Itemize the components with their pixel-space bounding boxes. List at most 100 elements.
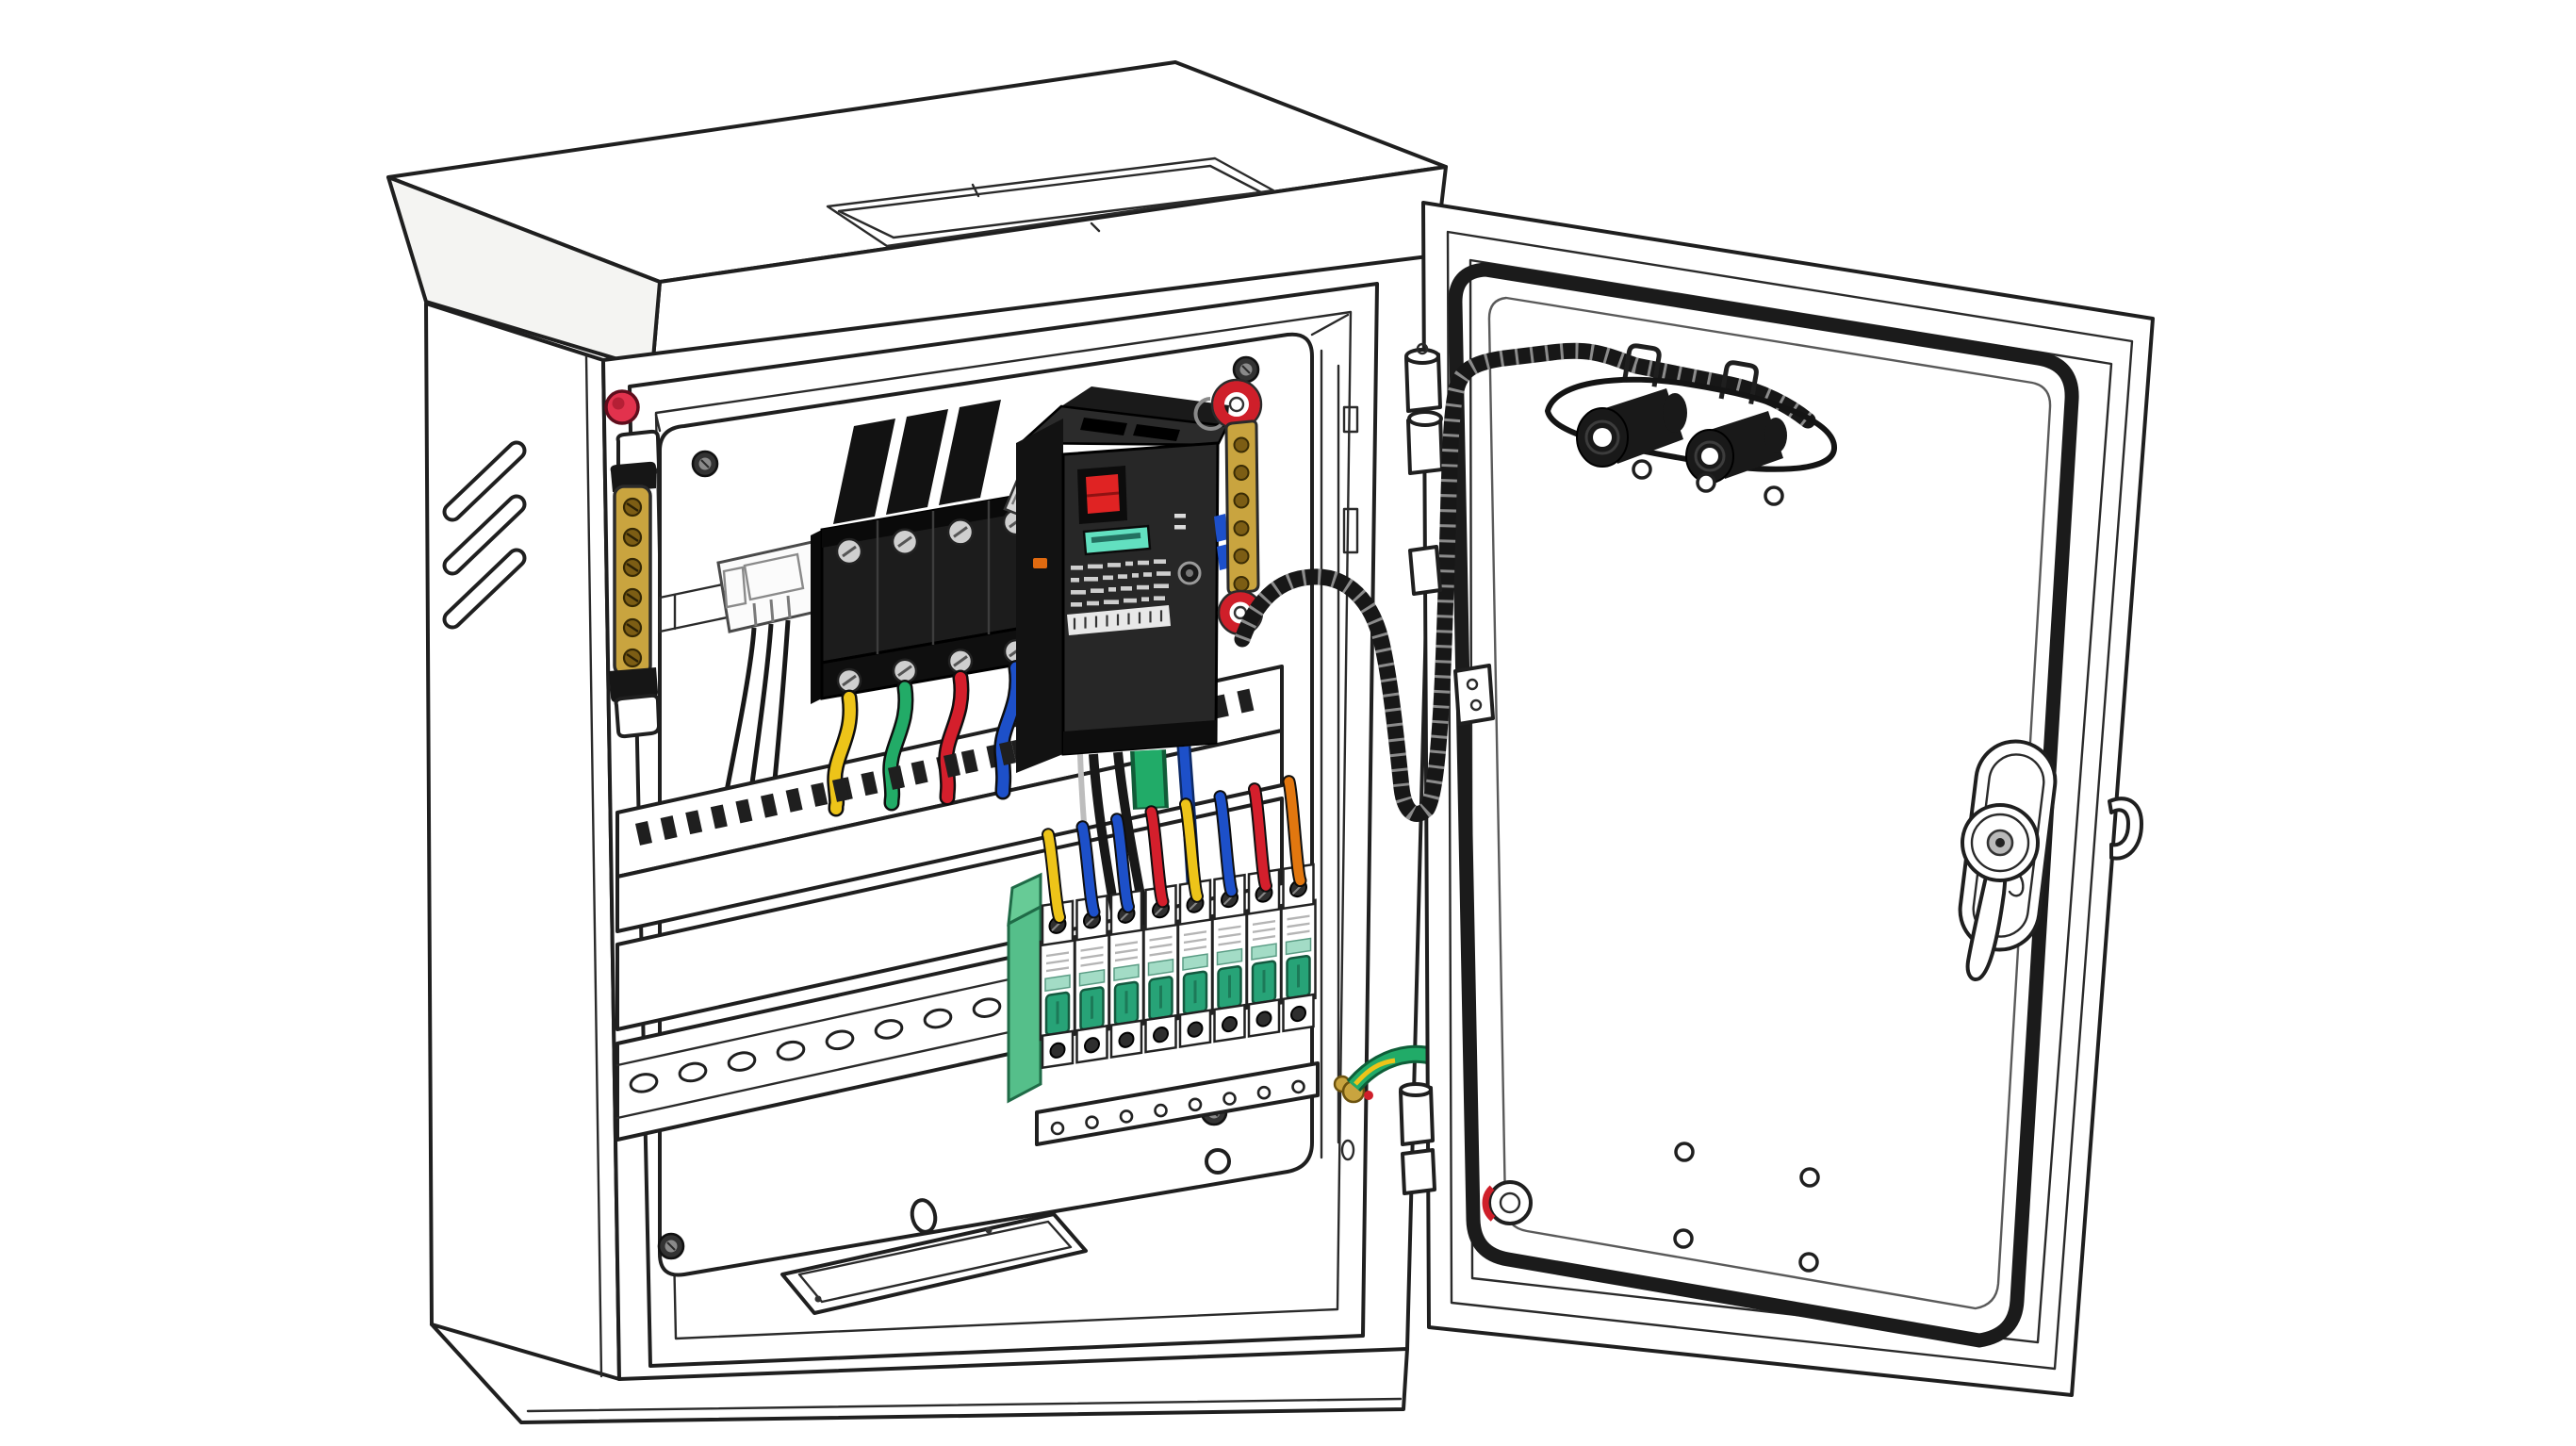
bus-bar-screw <box>1233 520 1250 536</box>
latch-keeper <box>2108 797 2143 861</box>
cabinet <box>386 60 1518 1424</box>
vent-slot-inner <box>446 551 523 626</box>
screw-slot <box>842 545 857 558</box>
hood-recess-ticks <box>971 183 1101 233</box>
mccb-text-dash <box>1143 572 1152 577</box>
screw-star <box>700 459 710 468</box>
duct-slot <box>635 821 652 846</box>
branch-wire <box>1146 807 1168 907</box>
din-rail-hole <box>629 1073 659 1093</box>
mcb-label-line <box>1046 951 1069 958</box>
spool-2 <box>1685 411 1787 484</box>
mcb-bottom-strip <box>1035 1061 1320 1146</box>
mccb-mark-2 <box>1174 525 1186 530</box>
mcb-terminal-screw <box>1255 1011 1272 1027</box>
mcb-module <box>1280 863 1317 1033</box>
duct-slot-overlay <box>888 765 905 790</box>
hood-recess-inner <box>837 164 1263 239</box>
mcb-label-line <box>1218 940 1241 946</box>
mccb-text-dash <box>1141 597 1149 601</box>
mcb-label-line <box>1253 928 1275 934</box>
duct-slot-overlay <box>832 778 849 802</box>
din-rail-hole <box>727 1051 757 1072</box>
duct-slot <box>785 787 803 813</box>
mcb-label-line <box>1218 925 1241 931</box>
mccb-text-dash <box>1071 602 1082 607</box>
strip-screw <box>1085 1115 1099 1129</box>
strip-screw <box>1119 1109 1134 1124</box>
mcb-window <box>1251 943 1277 961</box>
screw-star <box>666 1241 676 1251</box>
panel-oval-hole <box>910 1198 938 1234</box>
mcb-label-line <box>1080 961 1104 967</box>
rocker-split <box>1086 491 1120 498</box>
arc-chute-fin <box>939 400 1001 505</box>
duct-slot-overlay <box>999 741 1016 765</box>
bus-bar-assembly <box>1193 378 1264 636</box>
screw-slot <box>897 535 912 548</box>
duct-slot-overlays <box>832 741 1016 802</box>
lock-cylinder-mid <box>1970 813 2030 873</box>
vent-slot-inner <box>446 498 523 572</box>
branch-wire <box>1112 814 1133 912</box>
duct-slot <box>685 810 703 835</box>
mccb-text-dash <box>1088 564 1103 569</box>
conduit-clip-vertical <box>1408 545 1442 596</box>
rating-label-text-smudge <box>1091 533 1141 543</box>
screw-slot <box>626 653 639 663</box>
connector-slots <box>752 595 792 627</box>
door-hole <box>1632 459 1652 480</box>
hood-recess <box>826 156 1275 248</box>
bus-bar-screw <box>1233 465 1250 481</box>
mccb-text-dash <box>1118 574 1127 579</box>
bus-bar-screws <box>1233 436 1250 592</box>
duct-slot <box>811 782 829 807</box>
door-ground-point <box>1482 1180 1533 1225</box>
mcb-label-line <box>1080 945 1104 952</box>
mcb-window <box>1147 958 1174 977</box>
bottom-sill <box>430 1323 1409 1424</box>
mcb-terminal-screw <box>1084 1037 1100 1054</box>
panel-round-hole <box>1205 1148 1231 1175</box>
duct-slot <box>911 760 928 785</box>
vent-louvers <box>442 440 527 630</box>
mccb-barcode-ticks <box>1073 610 1163 630</box>
din-rail-hole <box>776 1040 806 1061</box>
mccb-text-dash <box>1132 573 1139 578</box>
arc-chute-fin <box>833 419 895 524</box>
duct-slot <box>710 804 728 830</box>
mcb-terminal-screw <box>1153 1027 1169 1043</box>
strip-screw <box>1050 1121 1065 1136</box>
screw-slot <box>626 593 639 602</box>
duct-slot <box>861 771 878 797</box>
mccb-left-face <box>1016 419 1063 773</box>
orange-flag-indicator <box>1033 558 1047 568</box>
screw-slot <box>626 623 639 633</box>
din-rail-holes <box>629 997 1002 1093</box>
mcb-window <box>1216 947 1243 966</box>
interior-depth-lines <box>654 313 1350 433</box>
left-side-wall <box>424 302 621 1381</box>
din-rail-hole <box>825 1029 855 1051</box>
door-handle <box>1958 739 2058 981</box>
strip-screw <box>1188 1097 1203 1112</box>
door-conduit <box>1234 342 1816 822</box>
mcb-module <box>1108 889 1145 1060</box>
door-hole <box>1798 1252 1819 1273</box>
mcb-label-line <box>1046 966 1069 973</box>
screw-slot <box>626 563 639 572</box>
contactor-left-face <box>811 530 822 704</box>
duct-slot <box>1237 688 1255 714</box>
mccb-text-dash <box>1087 600 1099 606</box>
mcb-terminal-screw <box>1222 1015 1238 1033</box>
bar-clip-bottom <box>614 693 661 739</box>
mccb-dial-center <box>1186 569 1193 577</box>
door-holes-lower <box>1673 1142 1820 1273</box>
lock-keyhole <box>1995 838 2005 847</box>
mcb-window <box>1044 974 1071 993</box>
duct-slot <box>960 748 978 774</box>
door-hole <box>1674 1142 1695 1162</box>
branch-wire <box>1284 777 1305 886</box>
mcb-module <box>1176 879 1214 1048</box>
